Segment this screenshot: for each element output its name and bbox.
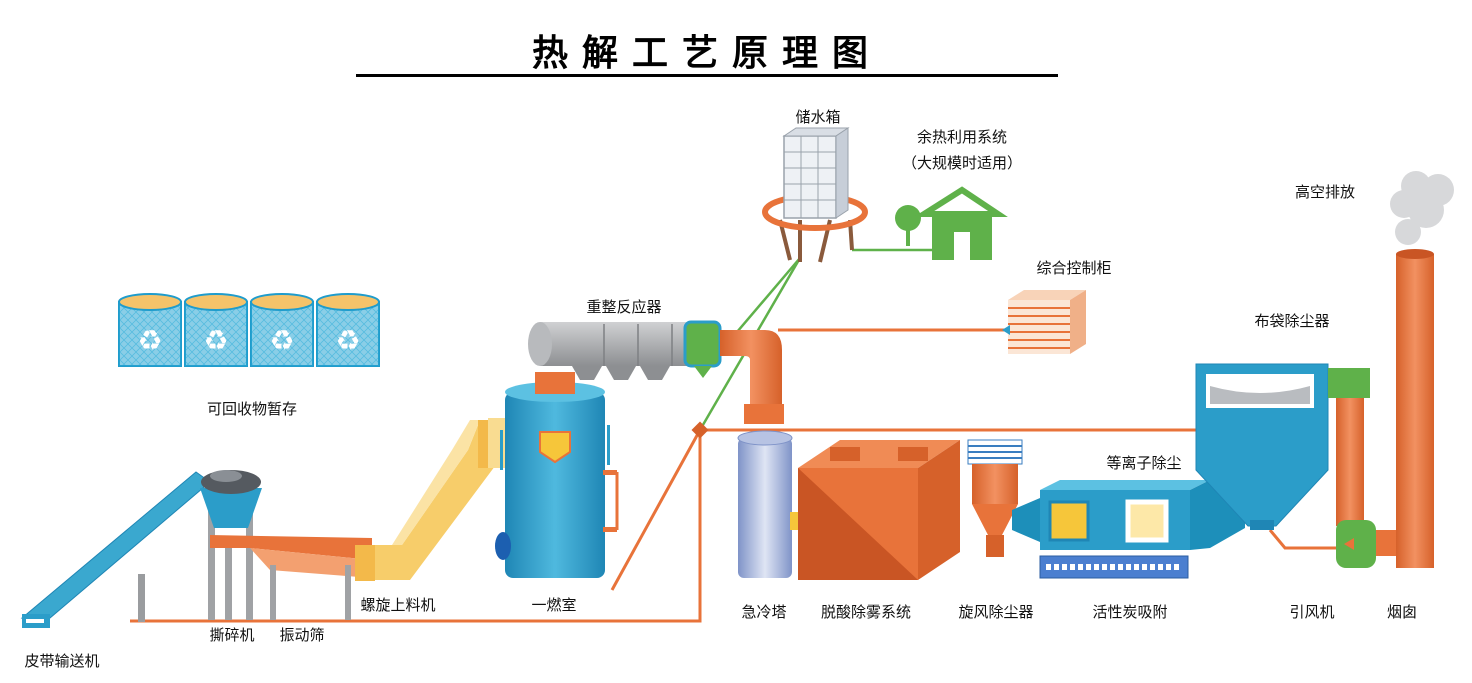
belt-conveyor bbox=[20, 471, 211, 628]
heat-recovery-building bbox=[895, 186, 1008, 260]
label-bag-filter: 布袋除尘器 bbox=[1254, 312, 1330, 330]
bag-filter bbox=[1195, 363, 1370, 530]
label-reforming-reactor: 重整反应器 bbox=[586, 298, 662, 316]
label-storage-tank: 储水箱 bbox=[795, 108, 841, 126]
recyclable-bins: ♻ ♻ ♻ ♻ bbox=[118, 293, 380, 367]
storage-water-tank bbox=[762, 127, 868, 263]
recyclable-bin: ♻ bbox=[184, 293, 248, 367]
cyclone-separator bbox=[967, 439, 1023, 557]
quench-tower bbox=[737, 430, 793, 578]
reforming-reactor bbox=[528, 320, 784, 424]
recycle-icon: ♻ bbox=[203, 324, 228, 357]
shredder bbox=[200, 470, 262, 620]
label-deacidification: 脱酸除雾系统 bbox=[820, 603, 912, 621]
recyclable-bin: ♻ bbox=[250, 293, 314, 367]
label-chimney: 烟囱 bbox=[1386, 603, 1418, 621]
label-recyclables-storage: 可回收物暂存 bbox=[206, 400, 298, 418]
label-activated-carbon: 活性炭吸附 bbox=[1092, 603, 1168, 621]
activated-carbon-unit bbox=[1012, 480, 1245, 579]
recycle-icon: ♻ bbox=[335, 324, 360, 357]
connection-pipes bbox=[130, 328, 1340, 623]
title-underline bbox=[356, 74, 1058, 77]
pipe-junction bbox=[691, 421, 709, 439]
control-cabinet bbox=[1002, 290, 1086, 354]
primary-combustion-chamber bbox=[495, 372, 619, 578]
recycle-icon: ♻ bbox=[269, 324, 294, 357]
chimney bbox=[1390, 171, 1454, 568]
label-quench-tower: 急冷塔 bbox=[741, 603, 787, 621]
smoke-plume bbox=[1390, 171, 1454, 245]
deacidification-system bbox=[790, 440, 960, 580]
vibrating-screen bbox=[210, 535, 372, 620]
page-title: 热解工艺原理图 bbox=[531, 33, 882, 74]
induced-fan bbox=[1336, 520, 1398, 568]
label-heat-recovery: 余热利用系统 bbox=[916, 128, 1008, 146]
label-heat-recovery-note: （大规模时适用） bbox=[901, 154, 1023, 172]
label-control-cabinet: 综合控制柜 bbox=[1036, 259, 1112, 277]
label-vibrating-screen: 振动筛 bbox=[279, 626, 325, 644]
label-high-altitude-emission: 高空排放 bbox=[1294, 183, 1356, 201]
label-cyclone: 旋风除尘器 bbox=[958, 603, 1034, 621]
label-shredder: 撕碎机 bbox=[209, 626, 255, 644]
label-primary-combustion: 一燃室 bbox=[531, 596, 577, 614]
recyclable-bin: ♻ bbox=[316, 293, 380, 367]
label-plasma-dust-removal: 等离子除尘 bbox=[1106, 454, 1182, 472]
recycle-icon: ♻ bbox=[137, 324, 162, 357]
label-belt-conveyor: 皮带输送机 bbox=[24, 652, 100, 670]
screw-feeder bbox=[355, 418, 506, 581]
label-induced-fan: 引风机 bbox=[1289, 603, 1335, 621]
label-screw-feeder: 螺旋上料机 bbox=[360, 596, 436, 614]
recyclable-bin: ♻ bbox=[118, 293, 182, 367]
